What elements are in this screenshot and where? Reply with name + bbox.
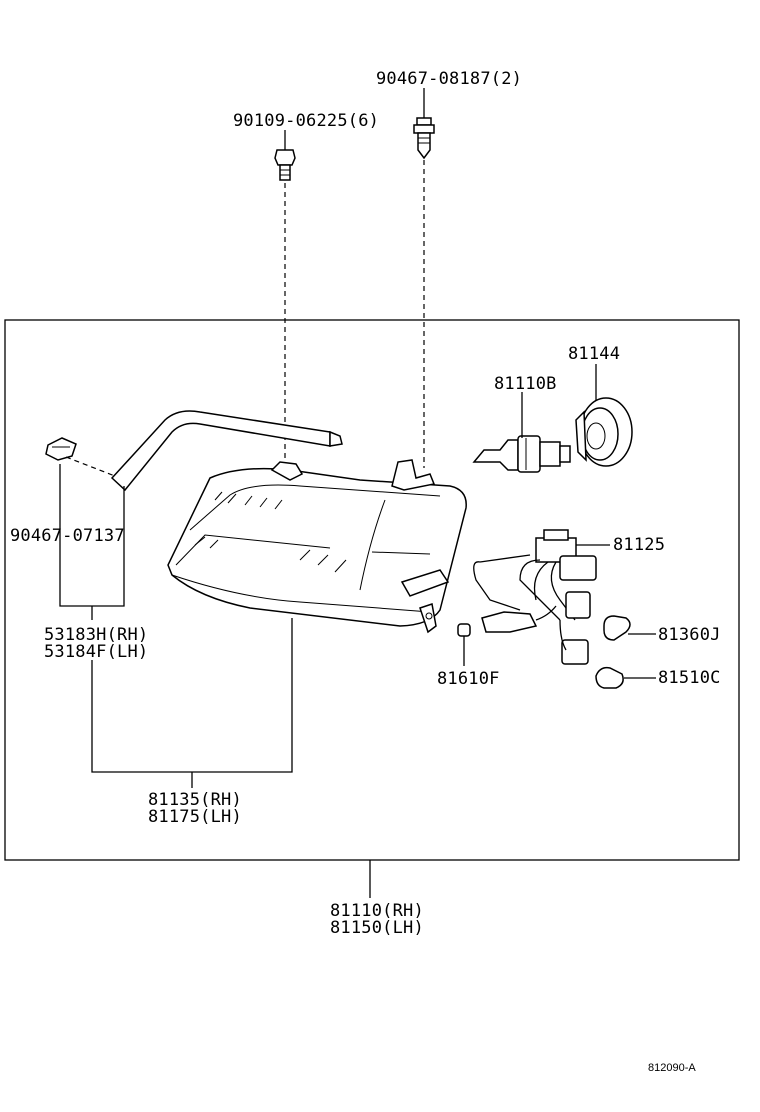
wire-harness-81125[interactable] <box>0 0 597 665</box>
figure-reference: 812090-A <box>648 1062 696 1074</box>
label-81360j: 81360J <box>658 625 721 645</box>
label-90109-06225: 90109-06225(6) <box>233 111 379 131</box>
label-81125: 81125 <box>613 535 665 555</box>
leader-clip <box>65 456 121 479</box>
label-81110b: 81110B <box>494 374 557 394</box>
socket-cover-81144[interactable] <box>575 397 633 467</box>
trim-strip[interactable] <box>110 410 343 492</box>
label-90467-08187: 90467-08187(2) <box>376 69 522 89</box>
label-90467-07137: 90467-07137 <box>10 526 125 546</box>
bulb-81510c[interactable] <box>595 666 624 689</box>
bulb-81360j[interactable] <box>603 615 631 641</box>
bolt-90109-06225[interactable] <box>274 130 296 181</box>
label-81135: 81135(RH) <box>148 790 242 810</box>
label-81510c: 81510C <box>658 668 721 688</box>
label-81110: 81110(RH) <box>330 901 424 921</box>
assembly-frame <box>4 319 740 861</box>
label-81610f: 81610F <box>437 669 500 689</box>
bolt-90467-08187[interactable] <box>413 88 435 160</box>
bulb-81610f[interactable] <box>457 623 471 637</box>
label-81175: 81175(LH) <box>148 807 242 827</box>
bulb-81110b[interactable] <box>472 435 571 473</box>
label-53183h: 53183H(RH) <box>44 625 148 645</box>
label-81144: 81144 <box>568 344 620 364</box>
label-53184f: 53184F(LH) <box>44 642 148 662</box>
label-81150: 81150(LH) <box>330 918 424 938</box>
headlamp-unit[interactable] <box>167 459 467 634</box>
clip-90467-07137[interactable] <box>45 437 77 461</box>
